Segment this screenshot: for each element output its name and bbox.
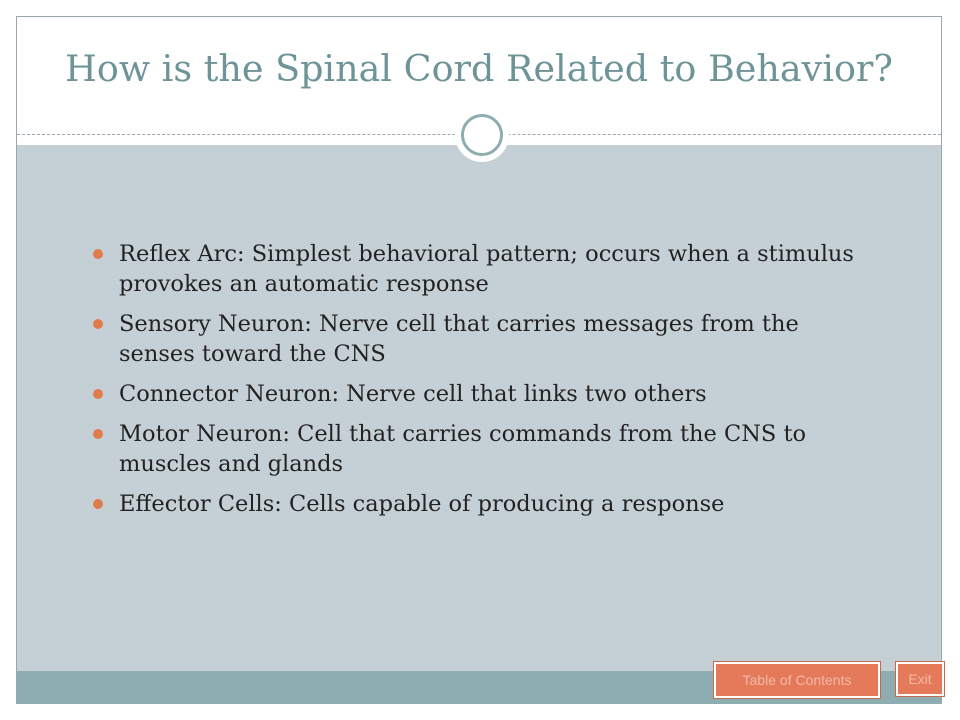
bullet-text: Motor Neuron: Cell that carries commands… [119,421,807,477]
table-of-contents-button[interactable]: Table of Contents [714,662,880,698]
bullet-item: Motor Neuron: Cell that carries commands… [93,419,873,479]
bullet-dot-icon [93,319,103,329]
bullet-item: Connector Neuron: Nerve cell that links … [93,379,873,409]
bullet-item: Effector Cells: Cells capable of produci… [93,489,873,519]
slide-title: How is the Spinal Cord Related to Behavi… [65,47,893,90]
bullet-text: Reflex Arc: Simplest behavioral pattern;… [119,241,854,297]
bullet-dot-icon [93,249,103,259]
ring-ornament-icon [461,114,503,156]
bullet-text: Sensory Neuron: Nerve cell that carries … [119,311,799,367]
bullet-item: Sensory Neuron: Nerve cell that carries … [93,309,873,369]
content-area [17,145,941,671]
bullet-text: Effector Cells: Cells capable of produci… [119,491,725,517]
slide: How is the Spinal Cord Related to Behavi… [16,16,942,704]
bullet-dot-icon [93,389,103,399]
bullet-dot-icon [93,499,103,509]
bullet-item: Reflex Arc: Simplest behavioral pattern;… [93,239,873,299]
bullet-list: Reflex Arc: Simplest behavioral pattern;… [93,239,873,529]
bullet-text: Connector Neuron: Nerve cell that links … [119,381,707,407]
bullet-dot-icon [93,429,103,439]
exit-button[interactable]: Exit [896,662,944,696]
